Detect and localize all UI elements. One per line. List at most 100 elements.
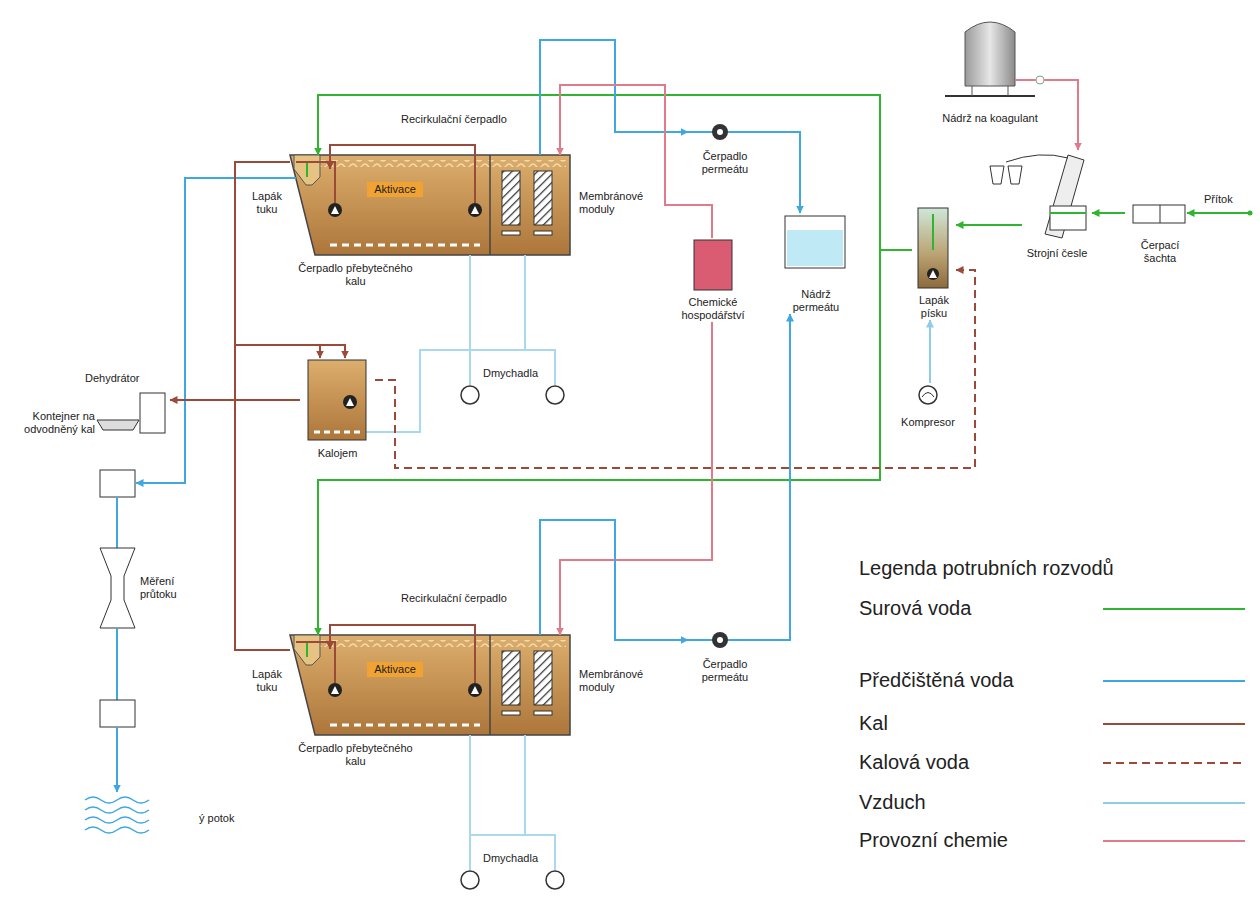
- chemical-station: [694, 240, 732, 290]
- equipment-node: Kalojem: [300, 358, 375, 460]
- equipment-node: Nádrž permeátu: [778, 213, 854, 314]
- part-label: Membránové moduly: [578, 190, 658, 216]
- part-label: ý potok: [198, 812, 235, 825]
- air-piping: [469, 255, 471, 350]
- effluent-line: [116, 497, 118, 548]
- permeate-tank: [785, 216, 845, 268]
- pipe-connector: [1092, 212, 1125, 214]
- coagulant-silo: [1008, 86, 1009, 96]
- pipe-connector: [1065, 80, 1078, 150]
- grit-trap: [932, 214, 934, 250]
- mechanical-screen: [990, 166, 1004, 184]
- grit-trap: [918, 208, 948, 288]
- air-piping: [524, 735, 526, 835]
- blower: [546, 386, 564, 404]
- mechanical-screen: [1050, 212, 1086, 214]
- node-label: Kontejner na odvodněný kal: [5, 410, 95, 436]
- dewatering-unit: [97, 393, 165, 433]
- compressor: [922, 393, 934, 398]
- inflow-shaft: [1248, 211, 1253, 216]
- pipe-connector: [762, 314, 790, 640]
- grit-trap: [929, 270, 937, 278]
- legend-title: Legenda potrubních rozvodů: [858, 556, 1115, 580]
- pipe-connector: [560, 85, 712, 238]
- legend-text: Provozní chemie: [858, 828, 1009, 852]
- inflow-shaft: [1160, 205, 1161, 223]
- pipe-connector: [956, 224, 1022, 226]
- equipment-node: Čerpací šachta: [1125, 203, 1195, 265]
- node-label: Lapák písku: [912, 294, 956, 320]
- equipment-node: Strojní česle: [1022, 150, 1092, 260]
- legend-sample: [1103, 840, 1245, 842]
- air-piping: [470, 835, 555, 870]
- effluent-line: [100, 470, 135, 497]
- equipment-node: Čerpadlo permeátu: [688, 630, 762, 684]
- mechanical-screen: [1006, 155, 1068, 162]
- pipe-connector: [762, 132, 800, 213]
- part-label: Lapák tuku: [243, 668, 291, 694]
- sludge-holding-tank: [343, 395, 357, 409]
- pipe-connector: [375, 270, 975, 468]
- equipment-node: Čerpadlo permeátu: [688, 122, 762, 176]
- node-label: Aktivace: [367, 662, 423, 677]
- node-label: Čerpadlo permeátu: [688, 150, 762, 176]
- air-piping: [469, 735, 471, 835]
- effluent-line: [100, 700, 135, 727]
- node-label: Kalojem: [318, 447, 358, 460]
- permeate-tank: [787, 230, 843, 266]
- legend-text: Kal: [858, 711, 889, 735]
- tank-node: Aktivace: [290, 635, 570, 735]
- compressor: [919, 386, 937, 404]
- equipment-node: Nádrž na koagulant: [915, 15, 1065, 125]
- permeate-pump: [712, 632, 728, 648]
- part-label: Dmychadla: [482, 367, 539, 380]
- node-label: Aktivace: [367, 182, 423, 197]
- legend-sample: [1103, 762, 1245, 764]
- effluent-line: [116, 628, 118, 700]
- node-label: Nádrž permeátu: [778, 288, 854, 314]
- grit-trap: [927, 268, 939, 280]
- activation-tank: [290, 625, 570, 735]
- blower: [461, 871, 479, 889]
- chemical-station: [694, 240, 732, 290]
- sludge-holding-tank: [346, 398, 354, 406]
- coagulant-silo: [945, 95, 1035, 97]
- pipe-connector: [235, 162, 320, 358]
- coagulant-silo: [945, 22, 1066, 96]
- pipe-connector: [540, 520, 688, 640]
- coagulant-silo: [1036, 76, 1044, 84]
- part-label: Dmychadla: [482, 852, 539, 865]
- compressor: [919, 386, 937, 404]
- node-label: Strojní česle: [1027, 247, 1088, 260]
- pipe-connector: [929, 320, 931, 383]
- activation-tank: [290, 625, 570, 735]
- node-label: Chemické hospodářství: [668, 296, 758, 322]
- coagulant-silo: [972, 86, 973, 96]
- coagulant-silo: [965, 22, 1015, 86]
- legend-text: Surová voda: [858, 596, 972, 620]
- node-label: Dehydrátor: [85, 372, 139, 385]
- part-label: Membránové moduly: [578, 668, 658, 694]
- node-label: Čerpadlo permeátu: [688, 658, 762, 684]
- inflow-shaft: [1133, 205, 1185, 223]
- activation-tank: [290, 145, 570, 255]
- equipment-node: Kontejner na odvodněný kal: [5, 408, 95, 438]
- legend-sample: [1103, 680, 1245, 682]
- permeate-pump: [688, 124, 762, 648]
- legend-sample: [1103, 608, 1245, 610]
- permeate-tank: [785, 216, 845, 268]
- effluent-line: [85, 797, 149, 833]
- legend-text: Kalová voda: [858, 750, 970, 774]
- mechanical-screen: [1050, 206, 1086, 230]
- legend-sample: [1103, 723, 1245, 725]
- equipment-node: Lapák písku: [912, 205, 956, 320]
- node-label: Nádrž na koagulant: [942, 112, 1037, 125]
- pipe-connector: [170, 399, 300, 401]
- dewatering-unit: [97, 420, 139, 430]
- air-piping: [366, 255, 555, 870]
- sludge-holding-tank: [308, 360, 366, 440]
- blower: [546, 871, 564, 889]
